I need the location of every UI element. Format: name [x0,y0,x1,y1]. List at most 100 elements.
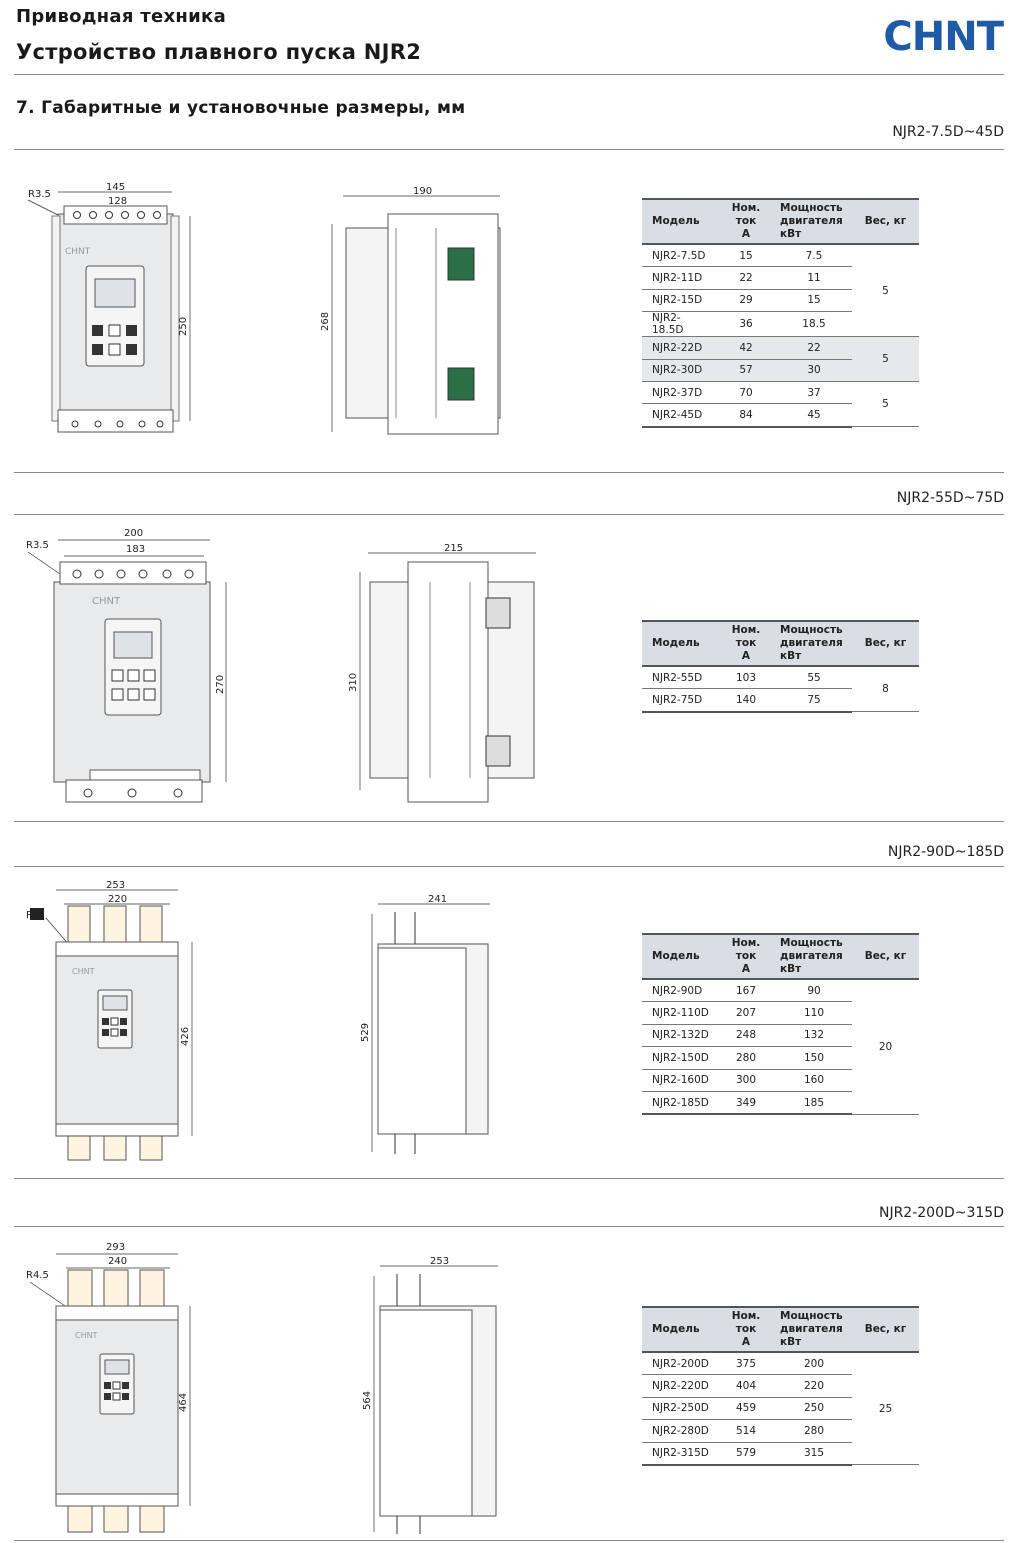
svg-text:250: 250 [178,317,189,336]
svg-text:293: 293 [106,1242,125,1253]
svg-text:R: R [26,910,33,921]
group-title: NJR2-7.5D~45D [892,124,1004,140]
page-bottom-divider [14,1540,1004,1541]
group-divider [14,472,1004,473]
side-view-drawing: 215 310 [348,543,536,803]
svg-text:200: 200 [124,528,143,539]
svg-text:CHNT: CHNT [72,967,95,976]
svg-text:190: 190 [413,186,432,197]
group-divider [14,866,1004,867]
col-header-model: Модель [642,1306,716,1353]
header-category: Приводная техника [16,6,227,27]
col-header-weight: Вес, кг [852,933,919,980]
col-header-weight: Вес, кг [852,1306,919,1353]
group-divider [14,1178,1004,1179]
weight-cell: 20 [852,979,919,1115]
svg-text:R4.5: R4.5 [26,1270,49,1281]
weight-cell: 5 [852,336,919,382]
weight-cell: 25 [852,1352,919,1466]
svg-text:240: 240 [108,1256,127,1267]
weight-cell: 5 [852,244,919,338]
group-divider [14,514,1004,515]
weight-cell: 8 [852,666,919,713]
group-divider [14,149,1004,150]
col-header-model: Модель [642,933,716,980]
group-title: NJR2-200D~315D [878,1205,1004,1221]
group-divider [14,1226,1004,1227]
group-divider [14,821,1004,822]
col-header-weight: Вес, кг [852,198,919,245]
svg-text:R3.5: R3.5 [28,189,51,200]
svg-text:CHNT: CHNT [65,247,91,257]
front-view-drawing: R 253 220 CHNT 426 [26,880,193,1161]
side-view-drawing: 253 564 [362,1256,498,1534]
svg-text:270: 270 [215,675,226,694]
section-heading: 7. Габаритные и установочные размеры, мм [16,98,466,118]
svg-text:CHNT: CHNT [75,1331,98,1340]
side-view-drawing: 190 268 [320,186,501,435]
svg-text:529: 529 [360,1023,371,1042]
front-view-drawing: R3.5 145 128 CHNT 250 [27,182,191,433]
group-title: NJR2-55D~75D [896,490,1004,506]
svg-text:128: 128 [108,196,127,207]
svg-text:145: 145 [106,182,125,193]
front-view-drawing: R3.5 200 183 CHNT 270 [26,528,227,803]
svg-text:253: 253 [430,1256,449,1267]
svg-text:464: 464 [178,1393,189,1412]
svg-text:253: 253 [106,880,125,891]
page-title: Устройство плавного пуска NJR2 [16,40,422,64]
svg-text:268: 268 [320,312,331,331]
svg-text:215: 215 [444,543,463,554]
svg-text:241: 241 [428,894,447,905]
weight-cell: 5 [852,381,919,428]
col-header-model: Модель [642,620,716,667]
svg-text:310: 310 [348,673,359,692]
col-header-model: Модель [642,198,716,245]
svg-text:426: 426 [180,1027,191,1046]
group-title: NJR2-90D~185D [887,844,1004,860]
svg-text:183: 183 [126,544,145,555]
col-header-weight: Вес, кг [852,620,919,667]
header-divider [14,74,1004,75]
svg-text:220: 220 [108,894,127,905]
svg-text:R3.5: R3.5 [26,540,49,551]
svg-text:564: 564 [362,1391,373,1410]
front-view-drawing: R4.5 293 240 CHNT 464 [26,1242,191,1533]
svg-text:CHNT: CHNT [92,596,121,607]
chnt-logo: CHNT [883,14,1004,60]
side-view-drawing: 241 529 [360,894,490,1154]
